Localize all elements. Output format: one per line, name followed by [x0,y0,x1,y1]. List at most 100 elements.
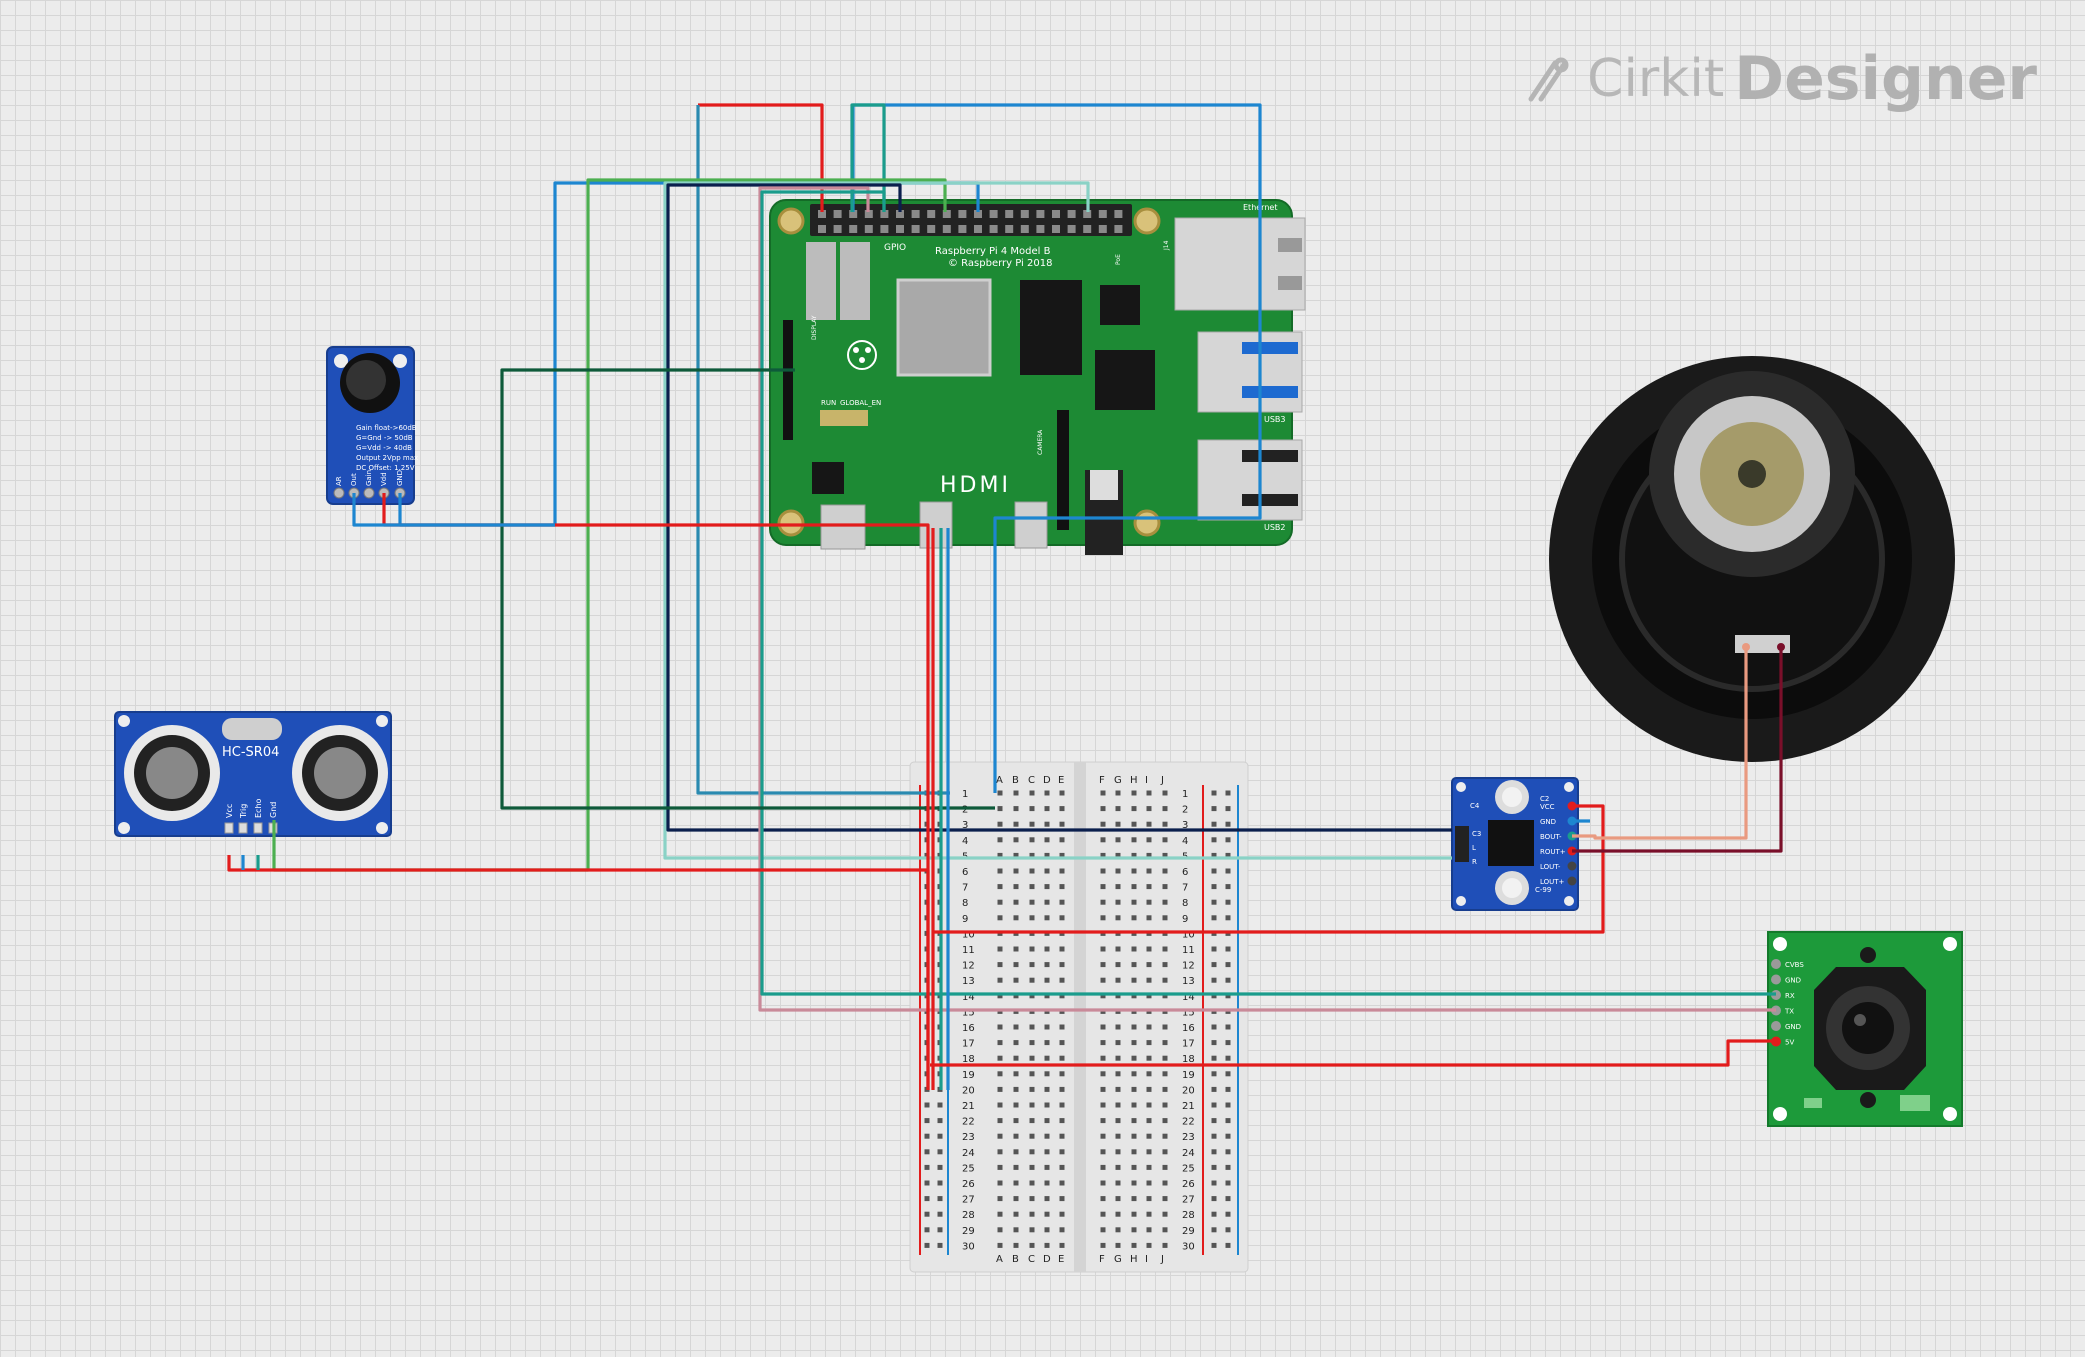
breadboard-hole[interactable] [1115,790,1121,796]
breadboard-hole[interactable] [1146,977,1152,983]
breadboard-hole[interactable] [937,1149,943,1155]
breadboard-hole[interactable] [1059,837,1065,843]
breadboard-hole[interactable] [1131,993,1137,999]
breadboard-hole[interactable] [1100,790,1106,796]
breadboard-hole[interactable] [1131,915,1137,921]
breadboard-hole[interactable] [997,1211,1003,1217]
gpio-header[interactable] [810,204,1132,236]
breadboard-hole[interactable] [1044,993,1050,999]
breadboard-hole[interactable] [1100,946,1106,952]
breadboard-hole[interactable] [1100,915,1106,921]
mic-pin[interactable] [363,487,375,499]
breadboard-hole[interactable] [1131,899,1137,905]
breadboard-hole[interactable] [1100,1086,1106,1092]
gpio-pin[interactable] [974,210,982,218]
breadboard-hole[interactable] [1013,821,1019,827]
breadboard-hole[interactable] [1059,977,1065,983]
gpio-pin[interactable] [1036,210,1045,218]
breadboard-hole[interactable] [1225,837,1231,843]
breadboard-hole[interactable] [1225,977,1231,983]
wire-cam-5v[interactable] [930,1039,1776,1067]
breadboard-hole[interactable] [1013,1164,1019,1170]
breadboard-hole[interactable] [1013,899,1019,905]
breadboard-hole[interactable] [1131,790,1137,796]
breadboard-hole[interactable] [1100,1149,1106,1155]
breadboard-hole[interactable] [1115,1024,1121,1030]
gpio-pin[interactable] [942,210,951,218]
gpio-pin[interactable] [818,225,826,233]
gpio-pin[interactable] [880,225,889,233]
breadboard-hole[interactable] [924,1227,930,1233]
amp-pin[interactable] [1567,876,1577,886]
breadboard-hole[interactable] [1029,1133,1035,1139]
breadboard-hole[interactable] [1162,852,1168,858]
breadboard-hole[interactable] [997,1227,1003,1233]
breadboard-hole[interactable] [937,1180,943,1186]
breadboard-hole[interactable] [1146,915,1152,921]
breadboard-hole[interactable] [1029,806,1035,812]
breadboard-hole[interactable] [1225,962,1231,968]
gpio-pin[interactable] [849,225,858,233]
wire-gpio-teal-to-cam[interactable] [760,190,1776,996]
ultrasonic-pin[interactable] [238,822,248,834]
breadboard-hole[interactable] [1029,993,1035,999]
wire-mic-out[interactable] [352,493,555,527]
breadboard-hole[interactable] [997,868,1003,874]
wire-gpio-pink[interactable] [758,186,1776,1012]
breadboard-hole[interactable] [997,1040,1003,1046]
breadboard-hole[interactable] [1131,962,1137,968]
breadboard-hole[interactable] [1162,821,1168,827]
breadboard-hole[interactable] [1225,1133,1231,1139]
breadboard-hole[interactable] [1029,1227,1035,1233]
breadboard-hole[interactable] [1115,1071,1121,1077]
breadboard-hole[interactable] [1100,1196,1106,1202]
breadboard-hole[interactable] [1059,1149,1065,1155]
breadboard-hole[interactable] [1059,899,1065,905]
gpio-pin[interactable] [1098,225,1107,233]
breadboard-hole[interactable] [1162,1102,1168,1108]
breadboard-hole[interactable] [1211,1133,1217,1139]
breadboard-hole[interactable] [1059,1211,1065,1217]
breadboard-hole[interactable] [1225,821,1231,827]
micro-hdmi-port-1[interactable] [1014,501,1048,549]
raspberry-pi-4[interactable]: GPIO Raspberry Pi 4 Model B © Raspberry … [769,199,1306,555]
breadboard-hole[interactable] [1211,821,1217,827]
breadboard-hole[interactable] [1225,1071,1231,1077]
breadboard-hole[interactable] [1013,1242,1019,1248]
breadboard-hole[interactable] [1225,1102,1231,1108]
gpio-pin[interactable] [1098,210,1107,218]
breadboard-hole[interactable] [1131,1211,1137,1217]
breadboard-hole[interactable] [1115,993,1121,999]
breadboard-hole[interactable] [1162,1118,1168,1124]
breadboard-hole[interactable] [1162,1133,1168,1139]
breadboard-hole[interactable] [1013,837,1019,843]
breadboard-hole[interactable] [1162,915,1168,921]
breadboard-hole[interactable] [1029,790,1035,796]
breadboard-hole[interactable] [924,1180,930,1186]
gpio-pin[interactable] [1052,225,1060,233]
breadboard-hole[interactable] [997,1196,1003,1202]
breadboard-hole[interactable] [1211,1040,1217,1046]
breadboard-hole[interactable] [997,993,1003,999]
wire-mic-vdd[interactable] [382,493,930,1090]
breadboard-hole[interactable] [1013,1102,1019,1108]
gpio-pin[interactable] [864,225,873,233]
gpio-pin[interactable] [818,210,826,218]
gpio-pin[interactable] [1005,225,1014,233]
breadboard-hole[interactable] [1162,1211,1168,1217]
breadboard-hole[interactable] [1059,1196,1065,1202]
breadboard-hole[interactable] [1146,837,1152,843]
breadboard-hole[interactable] [997,1071,1003,1077]
breadboard-hole[interactable] [1131,1071,1137,1077]
breadboard-hole[interactable] [1162,1055,1168,1061]
breadboard-hole[interactable] [1146,1196,1152,1202]
gpio-pin[interactable] [911,210,920,218]
breadboard-hole[interactable] [1146,1086,1152,1092]
breadboard-hole[interactable] [1211,837,1217,843]
breadboard-hole[interactable] [924,1133,930,1139]
breadboard-hole[interactable] [1115,899,1121,905]
breadboard-hole[interactable] [1225,993,1231,999]
breadboard-hole[interactable] [1162,884,1168,890]
breadboard-hole[interactable] [1013,1024,1019,1030]
